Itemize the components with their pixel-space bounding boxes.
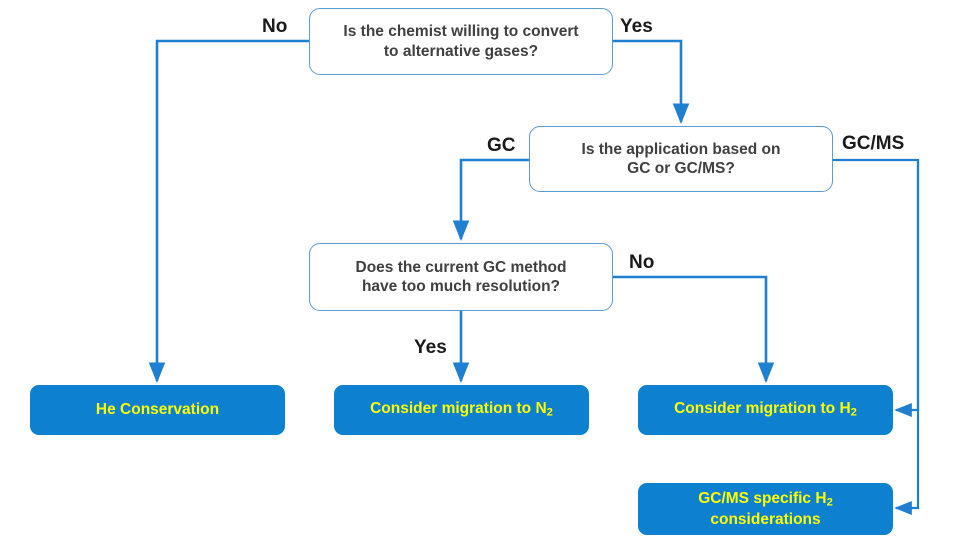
decision-node-resolution[interactable]: Does the current GC method have too much…	[309, 243, 613, 311]
q2-line2: GC or GC/MS?	[627, 160, 735, 177]
edge-q1-yes	[613, 39, 690, 125]
decision-node-application-type[interactable]: Is the application based on GC or GC/MS?	[529, 126, 833, 192]
q1-line1: Is the chemist willing to convert	[343, 23, 579, 41]
migrate-n2-label: Consider migration to N	[370, 400, 547, 418]
edge-q1-no	[148, 39, 309, 384]
edge-q2-gcms	[833, 158, 920, 418]
migrate-h2-label: Consider migration to H	[674, 400, 851, 418]
decision-node-resolution-text: Does the current GC method have too much…	[346, 258, 577, 297]
terminal-node-migrate-n2-text: Consider migration to N2	[360, 399, 563, 420]
terminal-node-migrate-n2[interactable]: Consider migration to N2	[334, 385, 589, 435]
edge-label-q1-no: No	[262, 16, 288, 37]
edge-q2-gc	[452, 158, 529, 242]
gcms-h2-line2: considerations	[710, 511, 821, 528]
terminal-node-he-conservation-text: He Conservation	[86, 400, 229, 419]
decision-node-application-type-text: Is the application based on GC or GC/MS?	[572, 140, 791, 179]
edge-q3-no	[613, 275, 775, 384]
terminal-node-migrate-h2-text: Consider migration to H2	[664, 399, 867, 420]
edge-label-q3-yes: Yes	[414, 337, 447, 358]
terminal-node-he-conservation[interactable]: He Conservation	[30, 385, 285, 435]
edge-label-q1-yes: Yes	[620, 16, 653, 37]
terminal-node-migrate-h2[interactable]: Consider migration to H2	[638, 385, 893, 435]
q1-line2: to alternative gases?	[383, 42, 539, 60]
terminal-node-gcms-h2-considerations-text: GC/MS specific H2 considerations	[688, 489, 843, 530]
edge-q2-gcms-to-considerations	[894, 160, 920, 516]
q3-line2: have too much resolution?	[361, 278, 561, 295]
edge-label-q3-no: No	[629, 252, 655, 273]
decision-node-chemist-willing-text: Is the chemist willing to convert to alt…	[333, 22, 588, 61]
migrate-n2-subscript: 2	[546, 406, 553, 419]
decision-node-chemist-willing[interactable]: Is the chemist willing to convert to alt…	[309, 8, 613, 75]
edge-label-q2-gc: GC	[487, 135, 516, 156]
terminal-node-gcms-h2-considerations[interactable]: GC/MS specific H2 considerations	[638, 483, 893, 535]
q3-line1: Does the current GC method	[355, 258, 567, 276]
migrate-h2-subscript: 2	[850, 406, 857, 419]
gcms-h2-subscript: 2	[826, 496, 833, 509]
gcms-h2-label: GC/MS specific H	[698, 489, 827, 507]
q2-line1: Is the application based on	[581, 140, 781, 158]
he-conservation-label: He Conservation	[95, 401, 220, 419]
edge-label-q2-gcms: GC/MS	[842, 133, 905, 154]
